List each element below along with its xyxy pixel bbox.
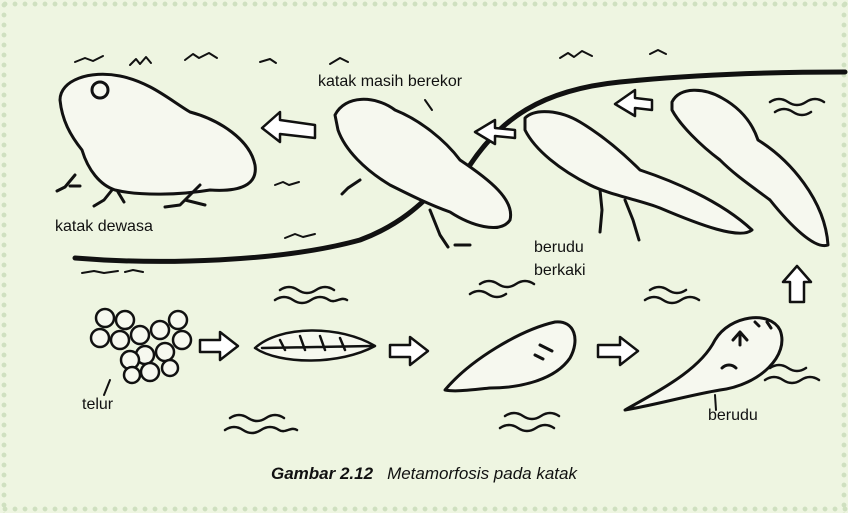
arrow-embryo-to-hatchling — [390, 337, 428, 365]
froglet-pointer — [425, 100, 432, 110]
label-legged-tadpole-line2: berkaki — [534, 262, 586, 280]
caption-title: Metamorfosis pada katak — [387, 464, 577, 483]
label-adult-frog: katak dewasa — [55, 218, 153, 236]
eggs-pointer — [104, 380, 110, 395]
arrow-eggs-to-embryo — [200, 332, 238, 360]
embryo — [255, 330, 375, 360]
tailed-froglet — [335, 99, 511, 247]
adult-frog — [57, 74, 255, 207]
figure-caption: Gambar 2.12 Metamorfosis pada katak — [0, 464, 848, 484]
label-tailed-froglet: katak masih berekor — [318, 73, 462, 91]
arrow-to-adult — [262, 112, 315, 142]
egg-cluster — [91, 309, 191, 383]
arrow-up — [783, 266, 811, 302]
label-legged-tadpole-line1: berudu — [534, 239, 584, 257]
label-eggs: telur — [82, 396, 113, 414]
tadpole — [625, 318, 782, 410]
arrow-to-legged-tadpole — [615, 90, 652, 116]
caption-number: Gambar 2.12 — [271, 464, 373, 483]
label-tadpole: berudu — [708, 407, 758, 425]
hatchling-tadpole — [445, 322, 575, 391]
arrow-hatchling-to-tadpole — [598, 337, 638, 365]
